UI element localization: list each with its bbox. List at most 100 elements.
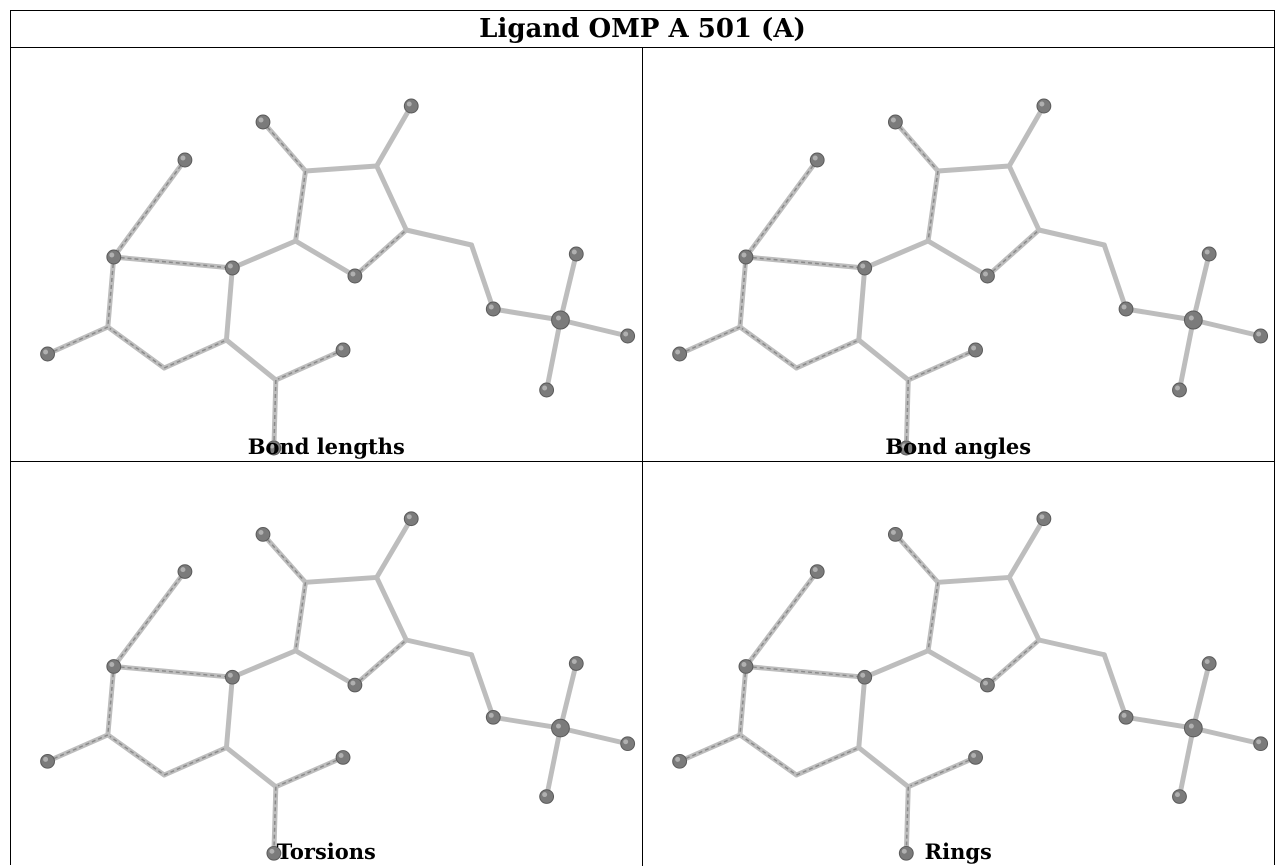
bond xyxy=(557,317,631,339)
atom-highlight xyxy=(556,315,561,321)
atom xyxy=(671,753,687,769)
bond-detail xyxy=(163,746,227,776)
panel-caption: Bond angles xyxy=(885,434,1032,459)
panel-caption: Rings xyxy=(924,839,992,864)
bond-detail xyxy=(275,349,344,381)
bond-detail xyxy=(107,256,115,328)
bond xyxy=(1123,714,1196,731)
bond-detail xyxy=(894,533,939,583)
bond xyxy=(676,324,742,357)
bond xyxy=(469,242,496,312)
bond-detail xyxy=(262,121,307,172)
bond xyxy=(855,745,911,790)
atom-highlight xyxy=(1204,249,1210,255)
bond-detail xyxy=(113,571,186,667)
molecule-image xyxy=(671,511,1268,861)
bond xyxy=(557,661,579,731)
bond xyxy=(490,306,563,323)
bond xyxy=(557,725,631,747)
bond xyxy=(1190,251,1212,323)
bond xyxy=(1176,725,1196,799)
bond-detail xyxy=(354,639,407,686)
bond xyxy=(544,317,563,393)
bond xyxy=(45,324,111,357)
panel-row-top: Bond lengths Bond angles xyxy=(11,48,1274,462)
atom xyxy=(738,659,753,674)
atom-highlight xyxy=(556,723,561,729)
atom-highlight xyxy=(982,271,988,277)
atom-highlight xyxy=(571,249,577,255)
bond xyxy=(303,574,380,585)
bond-detail xyxy=(926,170,939,242)
atom xyxy=(979,677,995,693)
bond xyxy=(1190,317,1263,339)
bond xyxy=(925,238,990,279)
atom-highlight xyxy=(109,662,115,667)
atom-highlight xyxy=(1121,712,1127,718)
atom-highlight xyxy=(269,443,275,449)
atom-highlight xyxy=(1038,101,1044,107)
atom-highlight xyxy=(812,567,818,573)
bond xyxy=(1176,317,1196,393)
bond xyxy=(1006,516,1046,580)
atom xyxy=(809,564,825,579)
atom xyxy=(620,328,636,344)
atom xyxy=(856,669,872,685)
atom-highlight xyxy=(542,792,548,798)
molecule-image xyxy=(40,511,636,861)
atom-highlight xyxy=(43,756,49,762)
atom-highlight xyxy=(1255,739,1261,745)
bond-detail xyxy=(739,734,797,776)
bond xyxy=(45,732,111,764)
bond-detail xyxy=(275,756,344,788)
atom-highlight xyxy=(1121,304,1127,310)
atom-highlight xyxy=(1188,315,1194,321)
atom xyxy=(335,750,351,765)
bond-detail xyxy=(262,533,307,583)
atom-highlight xyxy=(109,252,115,258)
panel-rings: Rings xyxy=(643,462,1275,866)
atom xyxy=(887,114,903,130)
bond-detail xyxy=(113,665,233,678)
atom xyxy=(403,511,419,527)
atom-highlight xyxy=(43,349,49,355)
bond xyxy=(229,648,299,680)
atom-highlight xyxy=(859,263,865,269)
bond xyxy=(223,265,235,343)
atom-highlight xyxy=(812,155,818,161)
panel-caption: Torsions xyxy=(276,839,376,864)
bond-detail xyxy=(926,582,939,651)
bond-detail xyxy=(905,786,909,854)
atom xyxy=(347,268,363,284)
bond xyxy=(223,745,279,790)
bond xyxy=(1123,306,1196,323)
bond xyxy=(293,238,358,279)
bond-detail xyxy=(986,229,1039,277)
atom-highlight xyxy=(970,753,976,758)
atom xyxy=(887,527,903,542)
bond-detail xyxy=(107,666,115,735)
atom xyxy=(671,346,687,362)
bond xyxy=(676,732,742,764)
atom-highlight xyxy=(982,680,988,686)
atom-highlight xyxy=(1174,385,1180,391)
bond-detail xyxy=(986,639,1039,686)
bond xyxy=(374,516,414,580)
atom xyxy=(1183,310,1203,330)
bond xyxy=(861,238,931,271)
atom-highlight xyxy=(623,331,629,337)
bond-detail xyxy=(294,170,307,242)
atom-highlight xyxy=(1174,792,1180,798)
atom xyxy=(347,677,363,693)
panel-row-bottom: Torsions Rings xyxy=(11,462,1274,866)
atom xyxy=(1035,98,1051,114)
bond-detail xyxy=(894,121,939,172)
atom-highlight xyxy=(674,756,680,762)
bond xyxy=(223,337,279,383)
atom xyxy=(1201,656,1217,671)
atom-highlight xyxy=(338,345,344,351)
atom xyxy=(809,152,825,168)
bond xyxy=(1006,574,1041,643)
panel-torsions: Torsions xyxy=(11,462,643,866)
bond-detail xyxy=(107,326,165,369)
